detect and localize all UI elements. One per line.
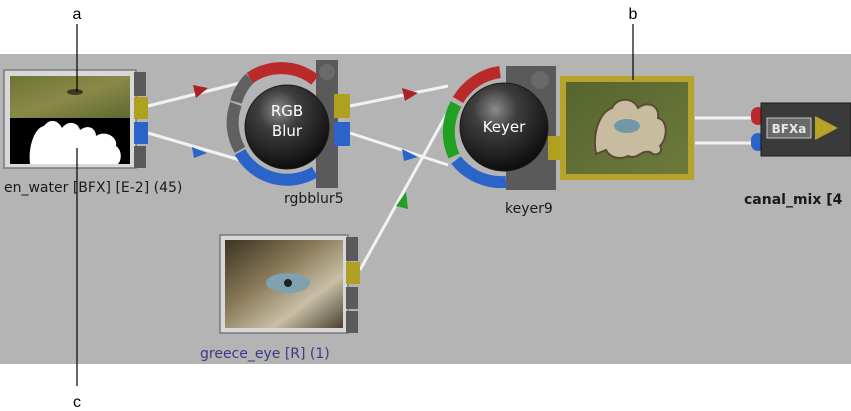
node-greece[interactable] [219, 234, 360, 334]
ring-arc-gray [230, 73, 255, 104]
node-tab[interactable] [134, 72, 146, 96]
ring-arc-gray-left [226, 101, 246, 154]
link-source-to-rgbblur-blue[interactable] [147, 131, 241, 162]
arrow-red-1 [193, 85, 208, 98]
port-output-yellow[interactable] [346, 262, 360, 284]
node-rgbblur[interactable]: RGB Blur [226, 60, 350, 188]
node-side-knob [531, 71, 549, 89]
arrow-blue-1 [192, 147, 207, 158]
node-tab[interactable] [346, 237, 358, 261]
link-rgbblur-to-keyer-red[interactable] [349, 84, 449, 108]
keyed-eye [614, 119, 640, 133]
node-tab[interactable] [346, 287, 358, 309]
ball-label-line2: Blur [272, 122, 303, 140]
node-tab[interactable] [134, 146, 146, 168]
play-icon [815, 116, 838, 140]
node-label-source: en_water [BFX] [E-2] (45) [4, 180, 182, 196]
arrow-red-2 [402, 88, 418, 101]
ring-arc-green [442, 101, 462, 159]
node-keyer[interactable]: Keyer [442, 66, 694, 190]
node-label-greece: greece_eye [R] (1) [200, 346, 330, 362]
port-output-yellow[interactable] [334, 94, 350, 118]
ball-label-line1: RGB [271, 102, 303, 120]
callout-lines [76, 24, 634, 386]
node-ball[interactable] [244, 84, 330, 170]
ring-arc-blue [451, 156, 507, 189]
canal-mix-badge-text: BFXa [772, 122, 807, 136]
port-output-yellow[interactable] [548, 136, 562, 160]
ring-arc-red [246, 62, 319, 85]
ring-arc-blue [234, 148, 319, 186]
callout-b: b [629, 6, 638, 23]
node-canal-mix[interactable]: BFXa [751, 102, 851, 157]
port-output-blue[interactable] [134, 122, 148, 144]
ball-label: Keyer [483, 118, 526, 136]
arrow-green [396, 192, 408, 209]
port-output-yellow[interactable] [134, 97, 148, 119]
arrow-blue-2 [402, 149, 418, 161]
thumbnail-pupil [284, 279, 292, 287]
link-rgbblur-to-keyer-blue[interactable] [349, 131, 449, 167]
thumbnail-detail [67, 89, 83, 95]
callout-a: a [73, 6, 82, 23]
links [147, 81, 756, 271]
node-tab[interactable] [346, 311, 358, 333]
port-output-blue[interactable] [334, 122, 350, 146]
link-source-to-rgbblur-red[interactable] [147, 81, 241, 108]
node-side-knob [319, 64, 335, 80]
node-label-rgbblur: rgbblur5 [284, 191, 344, 207]
node-ball[interactable] [459, 82, 549, 172]
callout-c: c [73, 394, 81, 411]
link-greece-to-keyer-green[interactable] [358, 107, 452, 271]
node-label-keyer: keyer9 [505, 201, 553, 217]
thumbnail-source-image [10, 76, 130, 118]
matte-shape [29, 120, 121, 164]
node-label-canal-mix: canal_mix [4 [744, 192, 843, 208]
canal-mix-badge [766, 117, 812, 139]
ring-arc-red [452, 66, 502, 104]
node-source[interactable] [3, 69, 148, 169]
